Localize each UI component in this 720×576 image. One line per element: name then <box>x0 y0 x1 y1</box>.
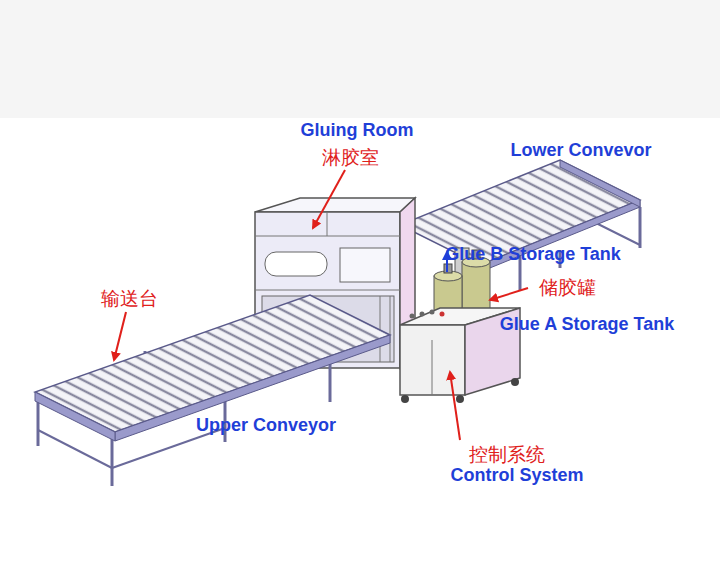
part-name-zh: 淋胶室 <box>322 147 379 168</box>
part-name: Gluing Room <box>301 121 414 141</box>
part-name-zh: 输送台 <box>101 288 158 309</box>
leader-arrows <box>114 170 528 440</box>
part-name: Glue A Storage Tank <box>500 315 674 335</box>
lower-conveyor <box>400 160 640 290</box>
top-band <box>0 0 720 118</box>
part-name: Control System <box>450 466 583 486</box>
part-name-zh: 控制系统 <box>469 444 545 465</box>
part-name: Upper Conveyor <box>196 416 336 436</box>
part-name-zh: 储胶罐 <box>539 277 596 298</box>
upper-conveyor <box>35 295 390 486</box>
part-name: Lower Convevor <box>510 141 651 161</box>
part-name: Glue B Storage Tank <box>445 245 621 265</box>
